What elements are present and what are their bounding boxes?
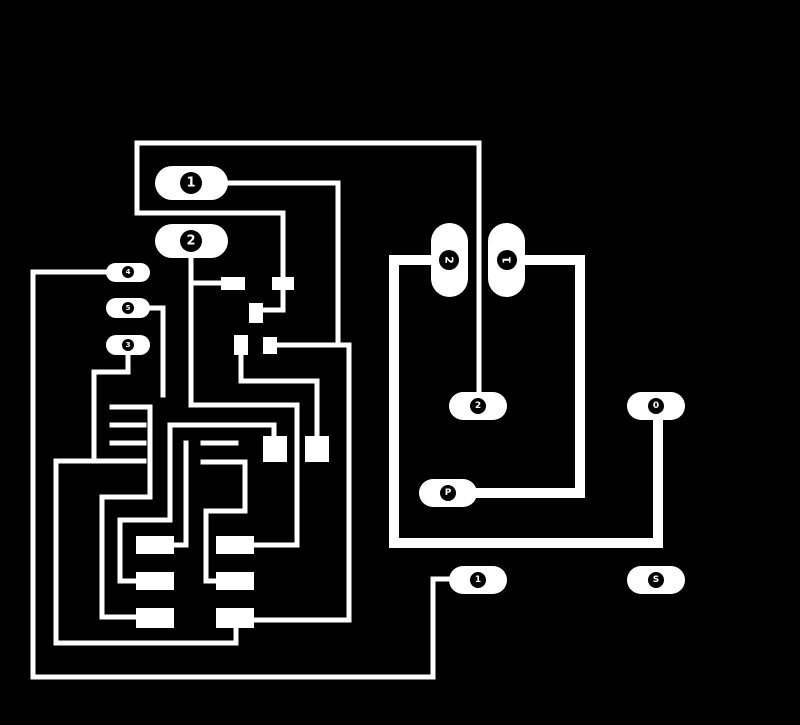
pad-vertical-1-label: 1 <box>501 256 514 264</box>
smd-pad <box>305 436 329 462</box>
smd-pad <box>216 536 254 554</box>
pad-small-left-c-label: 3 <box>126 341 131 349</box>
smd-pad <box>136 536 174 554</box>
smd-pad <box>216 572 254 590</box>
smd-pad <box>136 572 174 590</box>
pad-small-left-a-label: 4 <box>126 268 131 276</box>
trace-thick-left <box>389 255 663 548</box>
trace-thick-right <box>442 255 585 498</box>
pad-vertical-1: 1 <box>488 223 525 297</box>
pad-right-0-label: 0 <box>653 401 659 411</box>
smd-pads <box>136 277 329 628</box>
pad-p-label: P <box>445 488 452 498</box>
pad-small-left-b-label: 5 <box>126 304 131 312</box>
pad-top-2: 2 <box>155 224 228 258</box>
smd-pad <box>221 277 245 290</box>
smd-pad <box>263 337 277 354</box>
pad-small-left-c: 3 <box>106 335 150 355</box>
pad-top-1-label: 1 <box>186 176 195 191</box>
pad-mid-2-label: 2 <box>475 401 481 411</box>
trace-mid-e <box>238 342 320 453</box>
pad-mid-2: 2 <box>449 392 507 420</box>
smd-pad <box>249 303 263 323</box>
trace-right-vertical <box>233 342 352 623</box>
trace-pad1-right <box>223 180 341 348</box>
pad-small-left-a: 4 <box>106 263 150 282</box>
pad-p: P <box>419 479 477 507</box>
thick-traces <box>389 255 663 548</box>
thin-traces <box>30 140 482 680</box>
smd-pad <box>136 608 174 628</box>
trace-mid-a <box>99 404 158 620</box>
pad-top-2-label: 2 <box>186 234 195 249</box>
pad-right-0: 0 <box>627 392 685 420</box>
smd-pad <box>234 335 248 355</box>
pad-top-1: 1 <box>155 166 228 200</box>
pad-small-left-b: 5 <box>106 298 150 318</box>
through-hole-pads: 1 2 4 5 3 2 <box>106 166 685 594</box>
trace-left-inner <box>53 458 239 646</box>
trace-top-loop <box>134 140 482 409</box>
pad-vertical-2-label: 2 <box>443 256 456 264</box>
trace-mid-b <box>117 422 277 584</box>
trace-pad2-down <box>188 252 300 548</box>
pad-bottom-s: S <box>627 566 685 594</box>
pad-bottom-s-label: S <box>653 575 659 585</box>
trace-right-stub <box>253 280 286 313</box>
smd-pad <box>216 608 254 628</box>
smd-pad <box>272 277 294 290</box>
pad-bottom-1-label: 1 <box>475 575 481 585</box>
trace-left-outer <box>30 269 480 680</box>
pad-vertical-2: 2 <box>431 223 468 297</box>
smd-pad <box>263 436 287 462</box>
trace-pad3 <box>91 342 131 464</box>
pad-bottom-1: 1 <box>449 566 507 594</box>
